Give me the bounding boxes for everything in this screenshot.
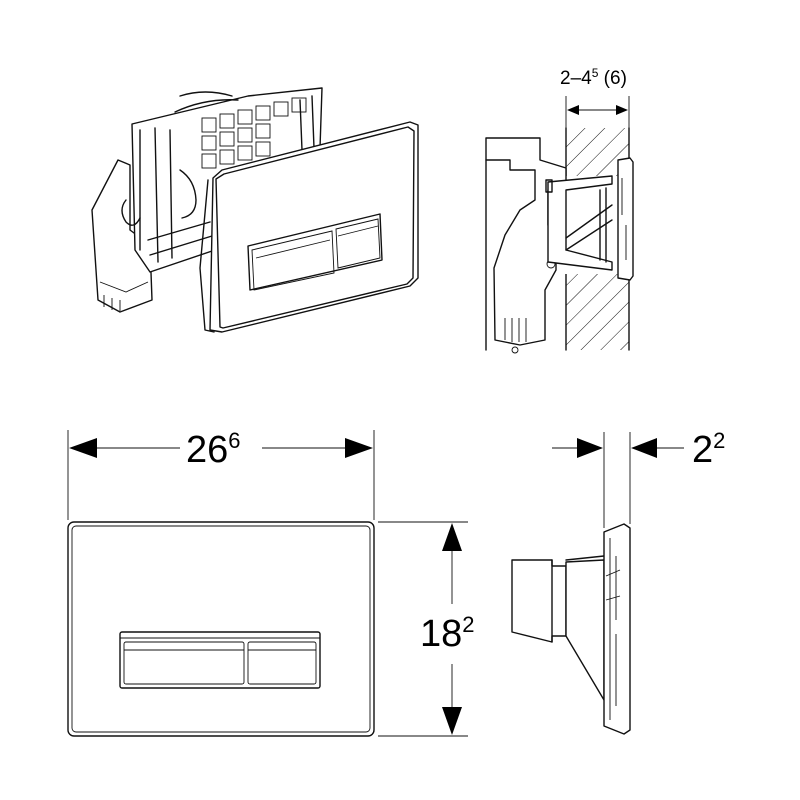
cistern-body — [91, 159, 153, 313]
flush-buttons — [119, 631, 321, 689]
width-label: 266 — [186, 428, 241, 471]
side-plate — [603, 523, 631, 735]
flush-plate-front — [67, 521, 375, 737]
side-view: 22 — [511, 428, 725, 735]
button-outer-frame — [119, 631, 321, 689]
frame-grid — [201, 97, 307, 169]
height-dimension: 182 — [378, 521, 475, 737]
width-dimension: 266 — [67, 428, 375, 520]
height-label: 182 — [420, 612, 475, 655]
plate-section — [617, 157, 634, 281]
thickness-dimension: 22 — [552, 428, 725, 528]
side-body — [511, 559, 567, 643]
full-flush-button — [123, 641, 245, 685]
thickness-label: 22 — [692, 428, 725, 471]
wall-depth-dimension: 2–45 (6) — [560, 66, 630, 128]
section-view: 2–45 (6) — [485, 66, 634, 354]
partial-flush-button — [247, 641, 317, 685]
wall-depth-label: 2–45 (6) — [560, 66, 627, 89]
perspective-view — [91, 87, 419, 333]
front-view: 266 182 — [67, 428, 475, 737]
flush-plate-perspective — [199, 121, 419, 333]
